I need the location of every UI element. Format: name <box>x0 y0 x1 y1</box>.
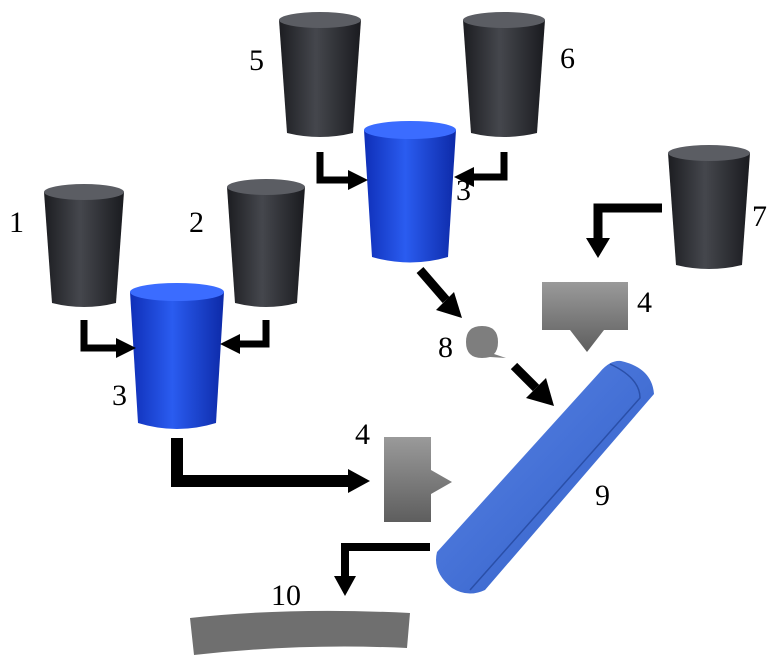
tank-1 <box>44 184 124 307</box>
label-4-side: 4 <box>355 418 370 451</box>
tank-5 <box>279 12 361 137</box>
label-8: 8 <box>438 331 453 364</box>
roller-disk-9 <box>436 360 654 594</box>
label-2: 2 <box>189 206 204 239</box>
tank-2 <box>227 179 305 307</box>
arrow-5-to-3 <box>316 152 368 190</box>
arrow-3-to-4 <box>171 438 370 493</box>
arrow-7-to-4 <box>586 203 662 258</box>
nozzle-8 <box>466 326 506 358</box>
output-sheet-10 <box>190 610 410 655</box>
arrow-6-to-3 <box>454 152 508 187</box>
arrow-9-to-10 <box>334 543 430 596</box>
arrow-2-to-3 <box>220 320 270 354</box>
tank-7 <box>668 145 750 269</box>
label-6: 6 <box>560 42 575 75</box>
label-7: 7 <box>752 200 767 233</box>
label-3-top: 3 <box>456 174 471 207</box>
die-block-4-side <box>384 437 452 522</box>
label-3-left: 3 <box>112 379 127 412</box>
label-1: 1 <box>9 206 24 239</box>
tank-6 <box>463 12 545 137</box>
arrow-1-to-3 <box>80 320 136 358</box>
label-5: 5 <box>249 44 264 77</box>
mixer-3-top <box>364 121 456 263</box>
flow-arrows <box>80 152 662 596</box>
label-9: 9 <box>595 479 610 512</box>
label-4-top: 4 <box>637 286 652 319</box>
mixer-3-left <box>130 283 224 429</box>
label-10: 10 <box>271 579 301 612</box>
die-block-4-top <box>542 282 628 352</box>
arrow-3-to-8 <box>416 267 462 318</box>
arrow-8-to-9 <box>510 362 554 406</box>
